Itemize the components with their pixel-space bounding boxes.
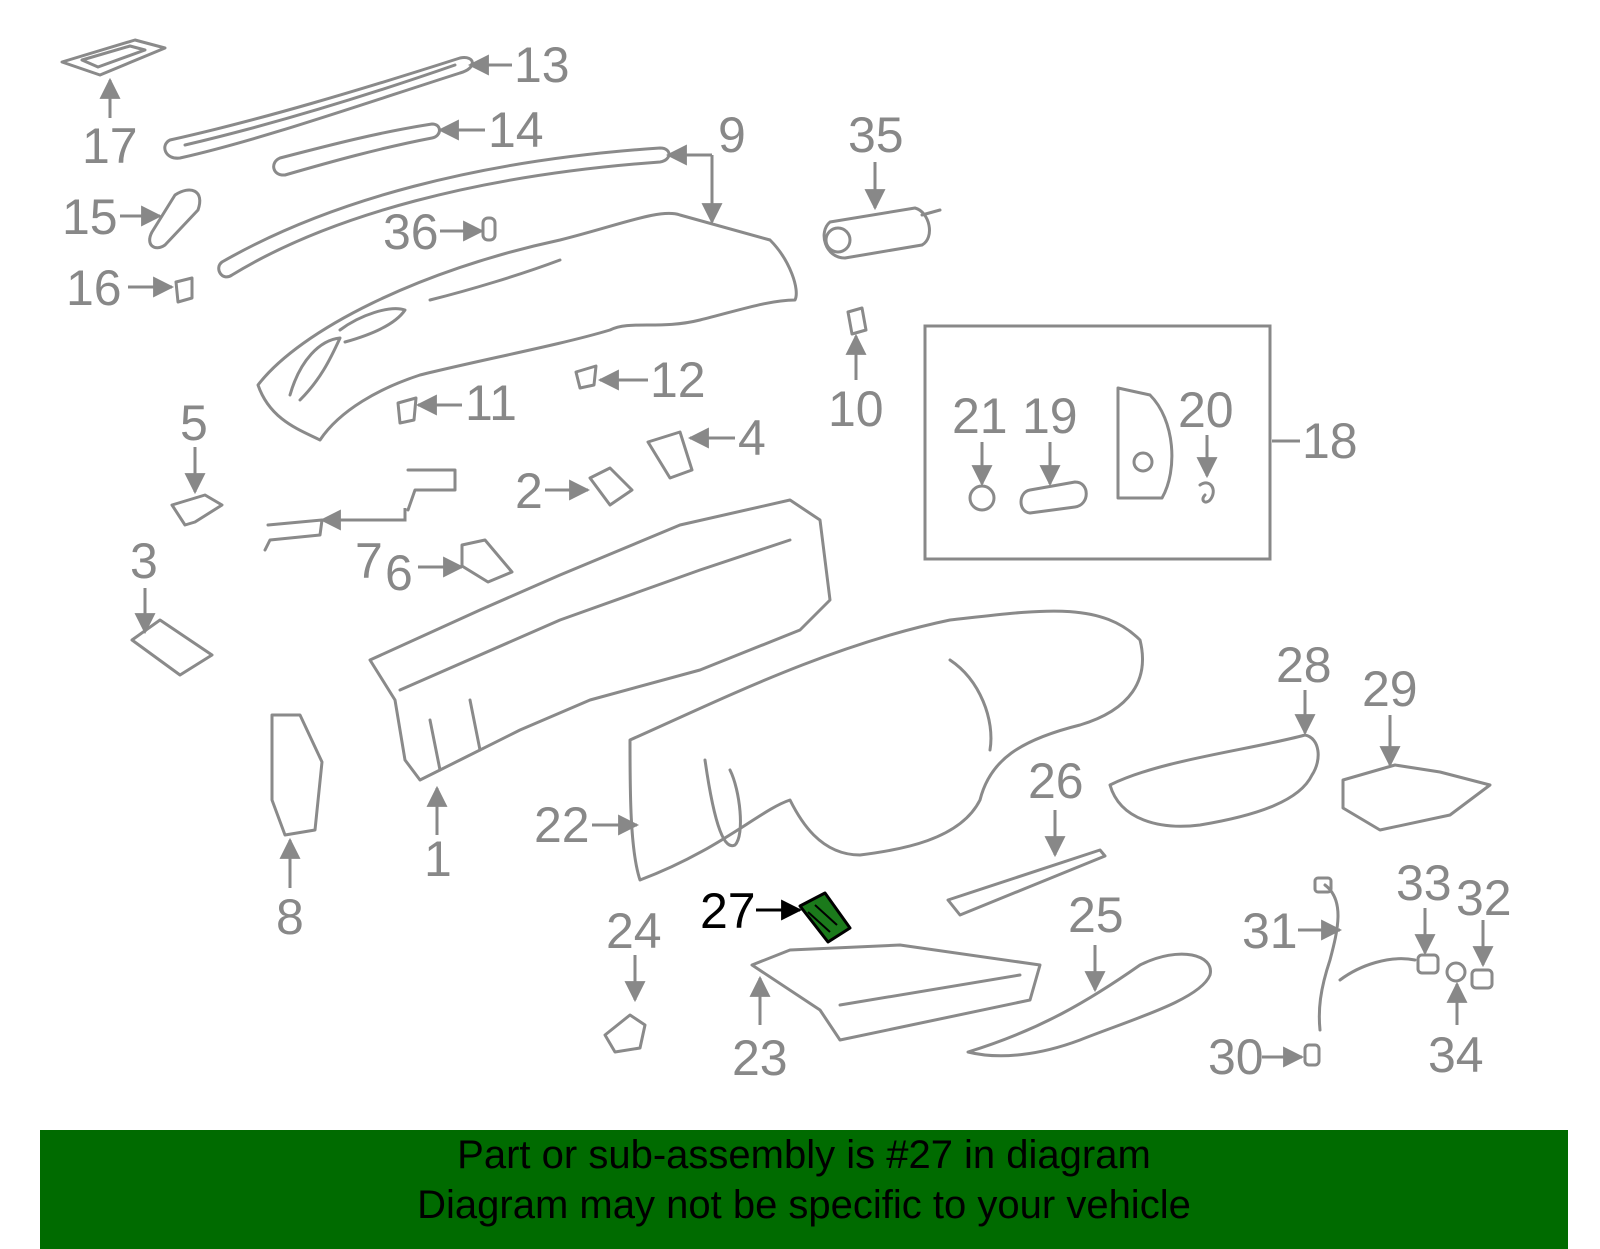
- callout-6: 6: [385, 545, 413, 601]
- callout-27[interactable]: 27: [700, 883, 756, 939]
- part-21-washer: [968, 484, 996, 512]
- callout-12: 12: [650, 352, 706, 408]
- part-16-clip: [174, 276, 194, 304]
- callout-18: 18: [1302, 413, 1358, 469]
- callout-31: 31: [1242, 903, 1298, 959]
- callout-13: 13: [514, 37, 570, 93]
- part-5-bracket: [170, 493, 224, 527]
- callout-7: 7: [355, 533, 383, 589]
- part-6-bracket: [460, 538, 514, 584]
- part-17-vent-grille: [60, 38, 167, 77]
- part-33-connector: [1416, 953, 1440, 975]
- part-24-clip: [603, 1013, 647, 1054]
- callout-2: 2: [515, 463, 543, 519]
- part-2-bracket: [588, 466, 634, 507]
- part-22-carrier: [628, 609, 1144, 882]
- callout-33: 33: [1396, 855, 1452, 911]
- callout-14: 14: [488, 102, 544, 158]
- part-29-compartment: [1341, 763, 1492, 832]
- part-19-sleeve: [1019, 480, 1088, 515]
- part-8-bracket: [270, 713, 324, 837]
- callout-35: 35: [848, 107, 904, 163]
- part-13-defroster-grille: [163, 56, 474, 160]
- part-20-clip: [1198, 481, 1215, 504]
- instrument-panel-pad: [256, 211, 798, 442]
- part-25-trim: [966, 952, 1212, 1058]
- part-1-cross-beam: [368, 498, 832, 782]
- callout-4: 4: [738, 410, 766, 466]
- callout-labels: 13 17 14 9 35 15 36 16 12 11 10 5 4 2 7 …: [62, 37, 1512, 1086]
- callout-10: 10: [828, 381, 884, 437]
- banner-line-1: Part or sub-assembly is #27 in diagram: [457, 1133, 1151, 1177]
- part-34-grommet: [1445, 961, 1467, 983]
- leader-arrows: [99, 54, 1494, 1068]
- part-9-trim-strip: [217, 146, 671, 279]
- callout-19: 19: [1022, 388, 1078, 444]
- callout-15: 15: [62, 189, 118, 245]
- part-26-trim: [946, 848, 1107, 917]
- callout-32: 32: [1456, 870, 1512, 926]
- part-14-dash-vent: [272, 122, 441, 177]
- callout-25: 25: [1068, 887, 1124, 943]
- part-32-connector: [1470, 968, 1494, 990]
- callout-20: 20: [1178, 382, 1234, 438]
- part-27-highlighted[interactable]: [798, 891, 852, 944]
- callout-36: 36: [383, 204, 439, 260]
- callout-5: 5: [180, 395, 208, 451]
- info-banner: Part or sub-assembly is #27 in diagram D…: [40, 1130, 1568, 1249]
- part-10-clip: [846, 306, 868, 336]
- callout-28: 28: [1276, 637, 1332, 693]
- callout-26: 26: [1028, 753, 1084, 809]
- callout-17: 17: [82, 118, 138, 174]
- part-11-clip: [396, 396, 418, 425]
- callout-8: 8: [276, 889, 304, 945]
- callout-16: 16: [66, 260, 122, 316]
- part-15-side-vent: [148, 188, 202, 250]
- callout-30: 30: [1208, 1029, 1264, 1085]
- callout-23: 23: [732, 1030, 788, 1086]
- part-7-brace: [263, 468, 457, 552]
- callout-22: 22: [534, 797, 590, 853]
- part-36-plug: [481, 216, 497, 242]
- part-31-harness: [1313, 876, 1417, 1032]
- part-4-bracket: [646, 430, 694, 480]
- part-18-hinge-plate: [1116, 386, 1174, 500]
- callout-34: 34: [1428, 1027, 1484, 1083]
- callout-11: 11: [465, 375, 517, 431]
- group-18-box: [923, 324, 1272, 561]
- part-23-duct: [750, 943, 1042, 1042]
- callout-21: 21: [952, 388, 1008, 444]
- callout-29: 29: [1362, 661, 1418, 717]
- callout-9: 9: [718, 107, 746, 163]
- callout-24: 24: [606, 903, 662, 959]
- part-12-clip: [574, 364, 598, 390]
- part-30-fastener: [1303, 1043, 1321, 1067]
- banner-line-2: Diagram may not be specific to your vehi…: [417, 1183, 1191, 1227]
- part-35-airbag: [822, 206, 942, 260]
- callout-3: 3: [130, 533, 158, 589]
- part-28-panel: [1108, 733, 1320, 828]
- callout-1: 1: [424, 831, 452, 887]
